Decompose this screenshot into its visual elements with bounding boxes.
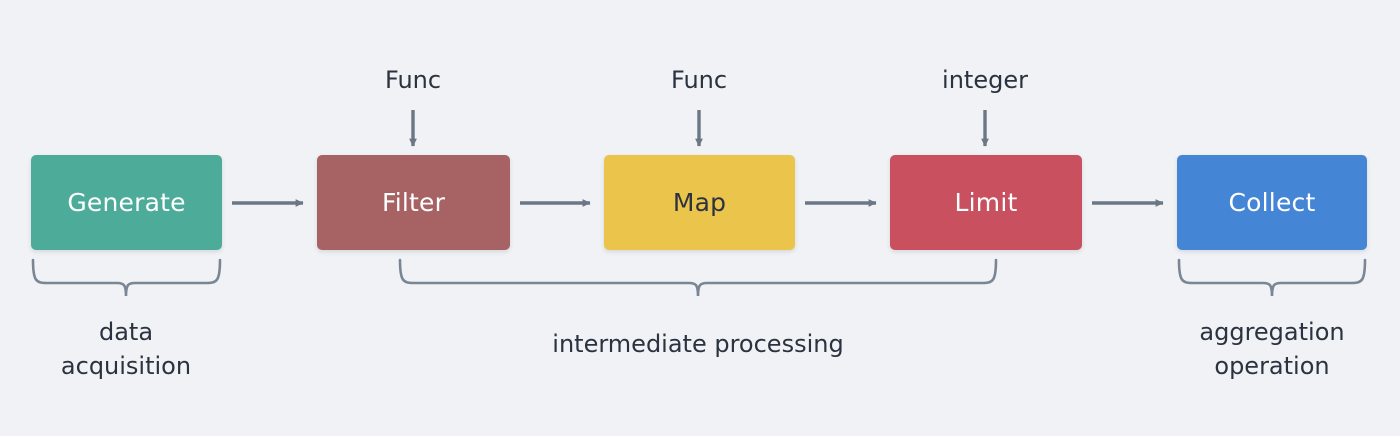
brace-aggregation-operation (1177, 258, 1367, 297)
node-collect[interactable]: Collect (1177, 155, 1367, 250)
brace-label-aggregation-operation: aggregation operation (1199, 318, 1345, 381)
brace-label-data-acquisition: data acquisition (60, 318, 192, 381)
param-label-limit: integer (942, 66, 1028, 94)
node-limit[interactable]: Limit (890, 155, 1082, 250)
param-label-map: Func (670, 66, 728, 94)
brace-label-intermediate-processing: intermediate processing (552, 330, 844, 358)
node-generate-label: Generate (67, 188, 186, 217)
node-map[interactable]: Map (604, 155, 795, 250)
node-collect-label: Collect (1228, 188, 1316, 217)
node-limit-label: Limit (954, 188, 1018, 217)
brace-data-acquisition (31, 258, 222, 297)
brace-intermediate-processing (398, 258, 998, 297)
node-map-label: Map (672, 188, 727, 217)
param-label-filter: Func (384, 66, 442, 94)
node-filter[interactable]: Filter (317, 155, 510, 250)
node-filter-label: Filter (381, 188, 446, 217)
node-generate[interactable]: Generate (31, 155, 222, 250)
